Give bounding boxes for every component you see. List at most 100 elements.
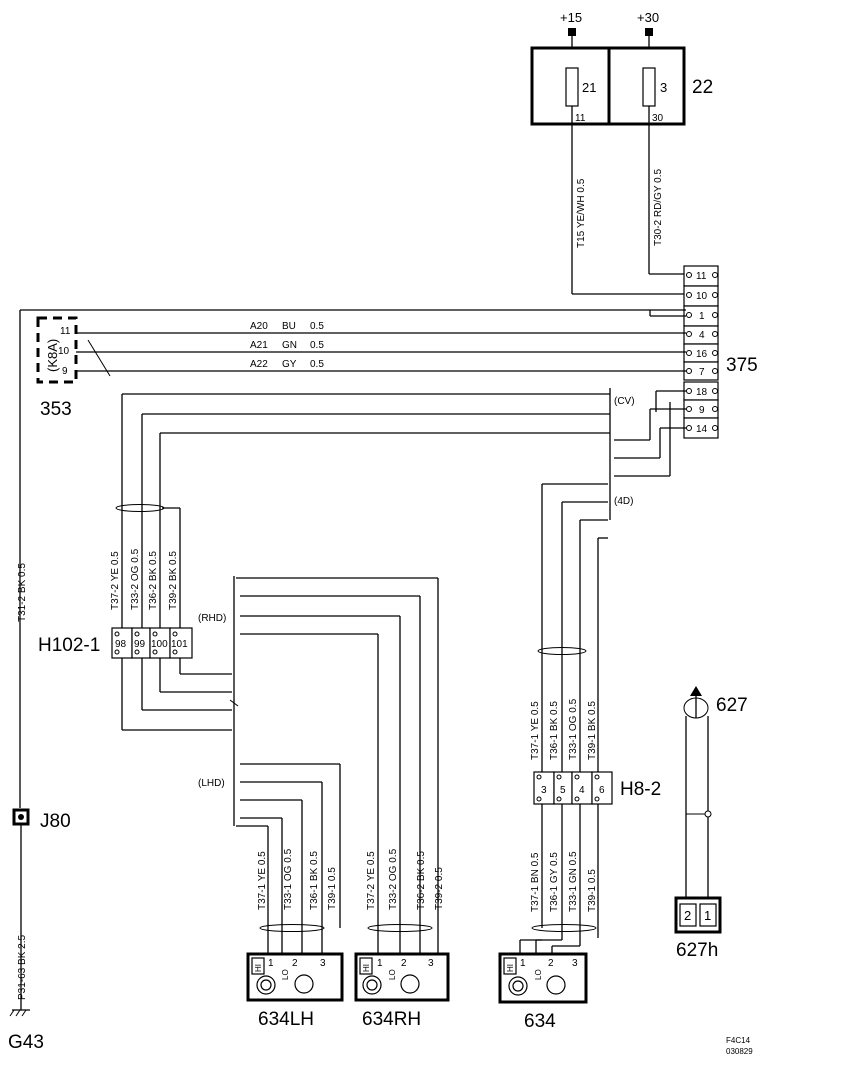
lamp-rh-hi: HI (362, 964, 371, 972)
antenna-627: 627 (683, 686, 748, 898)
lamp-634-pin-1: 1 (520, 958, 526, 969)
lamp-lh-hi: HI (254, 964, 263, 972)
lamp-lh-pin-3: 3 (320, 958, 326, 969)
bus-a22-name: A22 (250, 359, 268, 370)
lamp-634-pin-2: 2 (548, 958, 554, 969)
connector-h8-label: H8-2 (620, 779, 661, 800)
pin-627h-a: 2 (684, 908, 691, 923)
fuse-21-pin: 11 (575, 113, 586, 124)
lh-wire-a: T37-1 YE 0.5 (257, 851, 268, 910)
variant-rhd-label: (RHD) (198, 613, 226, 624)
lamp-lh-lo: LO (281, 969, 290, 980)
fuse-box-22: 21 3 11 30 22 (530, 46, 713, 126)
pin-375-c: 1 (699, 311, 705, 322)
lamp-rh-pin-2: 2 (401, 958, 407, 969)
footer-code-2: 030829 (726, 1047, 753, 1056)
ground-g43-label: G43 (8, 1032, 44, 1053)
rh-wire-b: T33-2 OG 0.5 (388, 848, 399, 910)
pin-h102-d: 101 (171, 639, 188, 650)
pin-375-h: 9 (699, 405, 705, 416)
variant-lhd-label: (LHD) (198, 778, 225, 789)
h8-lower-a: T37-1 BN 0.5 (530, 852, 541, 912)
module-353: (K8A) 11 10 9 353 (36, 316, 78, 420)
footer-code-1: F4C14 (726, 1036, 751, 1045)
pin-375-b: 10 (696, 291, 708, 302)
pin-353-b: 10 (58, 346, 70, 357)
pin-353-c: 9 (62, 366, 68, 377)
pin-h102-a: 98 (115, 639, 127, 650)
h8-lower-b: T36-1 GY 0.5 (549, 852, 560, 912)
h102-wire-a: T37-2 YE 0.5 (110, 551, 121, 610)
variant-cv-label: (CV) (614, 396, 635, 407)
pin-375-d: 4 (699, 330, 705, 341)
lamp-634: HI 1 2 3 LO (498, 952, 588, 1004)
lamp-lh-pin-2: 2 (292, 958, 298, 969)
ground-wire-bottom-label: P31-63 BK 2.5 (17, 935, 28, 1000)
connector-627h: 2 1 627h (674, 896, 722, 961)
pin-353-a: 11 (60, 326, 71, 337)
bus-a21-size: 0.5 (310, 340, 324, 351)
rh-wire-d: T39-2 0.5 (434, 867, 445, 910)
ground-wire-top-label: T31-2 BK 0.5 (17, 563, 28, 622)
pin-627h-b: 1 (704, 908, 711, 923)
h8-lower-c: T33-1 GN 0.5 (568, 851, 579, 912)
bus-a20-name: A20 (250, 321, 268, 332)
pin-h8-b: 5 (560, 785, 566, 796)
ground-symbol (9, 1009, 30, 1017)
lamp-lh-pin-1: 1 (268, 958, 274, 969)
lamp-rh-lo: LO (388, 969, 397, 980)
supply-15-label: +15 (560, 10, 582, 25)
connector-h102-label: H102-1 (38, 635, 100, 656)
pin-h102-b: 99 (134, 639, 146, 650)
pin-h8-a: 3 (541, 785, 547, 796)
bus-a20-color: BU (282, 321, 296, 332)
wire-t15-label: T15 YE/WH 0.5 (576, 178, 587, 248)
bus-a22-color: GY (282, 359, 297, 370)
connector-375: 11 10 1 4 16 7 18 9 14 375 (683, 265, 758, 439)
rh-wire-a: T37-2 YE 0.5 (366, 851, 377, 910)
h8-upper-c: T33-1 OG 0.5 (568, 698, 579, 760)
rh-wire-c: T36-2 BK 0.5 (416, 851, 427, 910)
supply-30-terminal (645, 28, 653, 36)
module-353-code: (K8A) (45, 339, 60, 372)
lamp-rh-pin-3: 3 (428, 958, 434, 969)
h102-wire-c: T36-2 BK 0.5 (148, 551, 159, 610)
pin-h8-c: 4 (579, 785, 585, 796)
fuse-21-label: 21 (582, 80, 596, 95)
splice-j80-label: J80 (40, 811, 71, 832)
supply-15-terminal (568, 28, 576, 36)
fuse-3-label: 3 (660, 80, 667, 95)
connector-375-pins (686, 272, 718, 431)
pin-375-g: 18 (696, 387, 708, 398)
h102-wire-d: T39-2 BK 0.5 (168, 551, 179, 610)
connector-627h-label: 627h (676, 940, 718, 961)
wire-t30-label: T30-2 RD/GY 0.5 (653, 168, 664, 246)
pin-h8-d: 6 (599, 785, 605, 796)
pin-375-i: 14 (696, 424, 708, 435)
lamp-634rh-label: 634RH (362, 1009, 421, 1030)
connector-375-label: 375 (726, 355, 758, 376)
fuse-3-pin: 30 (652, 113, 664, 124)
splice-j80: J80 (12, 808, 71, 832)
h8-lower-d: T39-1 0.5 (587, 869, 598, 912)
lamp-634-label: 634 (524, 1011, 556, 1032)
lamp-rh-pin-1: 1 (377, 958, 383, 969)
pin-375-a: 11 (696, 271, 707, 282)
pin-375-e: 16 (696, 349, 708, 360)
bus-a21-color: GN (282, 340, 297, 351)
pin-h102-c: 100 (151, 639, 168, 650)
lamp-634rh: HI 1 2 3 LO (354, 952, 450, 1002)
lh-wire-d: T39-1 0.5 (327, 867, 338, 910)
connector-h102-1: 98 99 100 101 H102-1 (38, 627, 193, 659)
bus-a20-size: 0.5 (310, 321, 324, 332)
pin-375-f: 7 (699, 367, 705, 378)
antenna-627-label: 627 (716, 695, 748, 716)
lamp-634lh: HI 1 2 3 LO (246, 952, 344, 1002)
h8-upper-b: T36-1 BK 0.5 (549, 701, 560, 760)
h8-upper-d: T39-1 BK 0.5 (587, 701, 598, 760)
h102-wire-b: T33-2 OG 0.5 (130, 548, 141, 610)
variant-4d-label: (4D) (614, 496, 633, 507)
lh-wire-c: T36-1 BK 0.5 (309, 851, 320, 910)
connector-h8-2: 3 5 4 6 H8-2 (533, 771, 661, 805)
